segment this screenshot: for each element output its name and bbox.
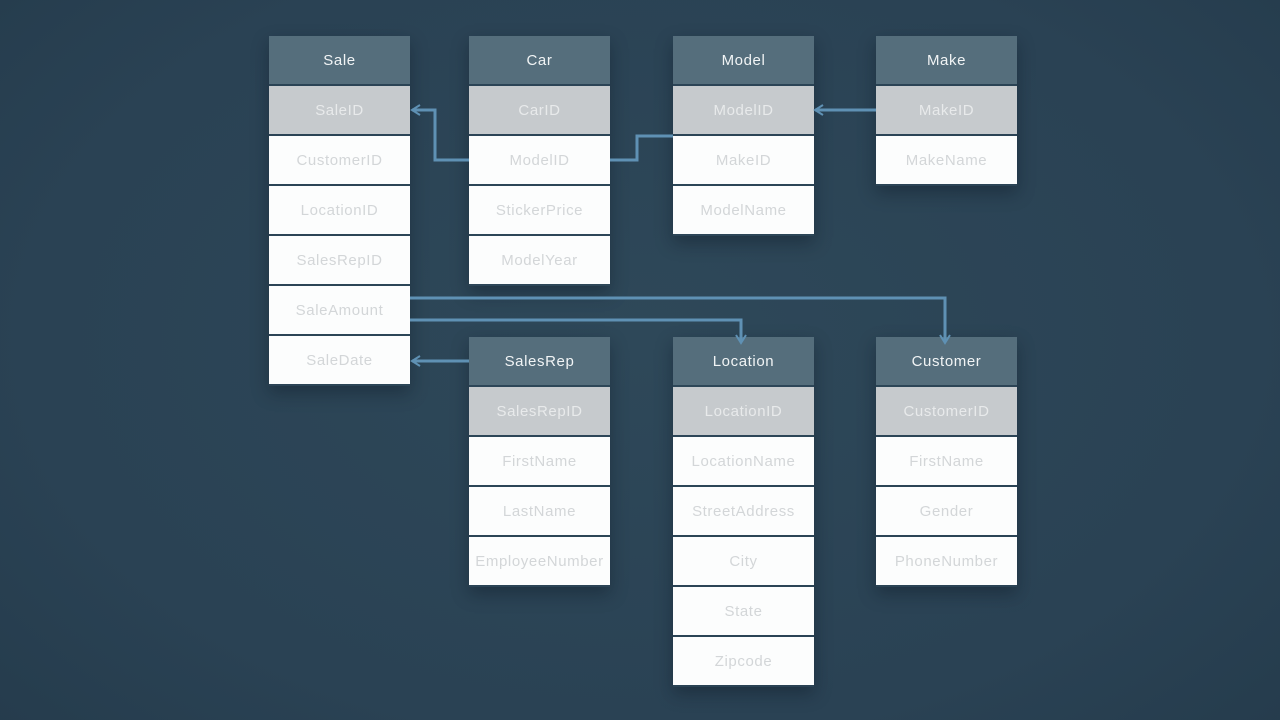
column-salesrep-firstname: FirstName [469, 437, 610, 485]
relationship-car-to-model [610, 134, 673, 162]
table-header-customer: Customer [876, 337, 1017, 385]
column-sale-customerid: CustomerID [269, 136, 410, 184]
column-location-city: City [673, 537, 814, 585]
table-header-model: Model [673, 36, 814, 84]
column-sale-locationid: LocationID [269, 186, 410, 234]
column-car-carid: CarID [469, 86, 610, 134]
column-location-zipcode: Zipcode [673, 637, 814, 685]
column-sale-saleid: SaleID [269, 86, 410, 134]
column-salesrep-lastname: LastName [469, 487, 610, 535]
column-model-modelid: ModelID [673, 86, 814, 134]
column-make-makename: MakeName [876, 136, 1017, 184]
relationship-sale-to-car-arrow-icon [410, 104, 421, 116]
relationship-sale-to-salesrep-arrow-icon [410, 355, 421, 367]
column-location-locationid: LocationID [673, 387, 814, 435]
column-location-state: State [673, 587, 814, 635]
column-location-streetaddress: StreetAddress [673, 487, 814, 535]
table-header-make: Make [876, 36, 1017, 84]
relationship-sale-to-customer [410, 296, 947, 341]
table-header-location: Location [673, 337, 814, 385]
relationship-sale-to-car [412, 108, 469, 162]
table-header-salesrep: SalesRep [469, 337, 610, 385]
column-car-modelyear: ModelYear [469, 236, 610, 284]
column-sale-salesrepid: SalesRepID [269, 236, 410, 284]
column-customer-firstname: FirstName [876, 437, 1017, 485]
column-salesrep-salesrepid: SalesRepID [469, 387, 610, 435]
column-model-modelname: ModelName [673, 186, 814, 234]
column-car-modelid: ModelID [469, 136, 610, 184]
column-sale-saledate: SaleDate [269, 336, 410, 384]
column-salesrep-employeenumber: EmployeeNumber [469, 537, 610, 585]
column-sale-saleamount: SaleAmount [269, 286, 410, 334]
table-header-sale: Sale [269, 36, 410, 84]
column-customer-phonenumber: PhoneNumber [876, 537, 1017, 585]
column-customer-gender: Gender [876, 487, 1017, 535]
column-make-makeid: MakeID [876, 86, 1017, 134]
column-location-locationname: LocationName [673, 437, 814, 485]
column-customer-customerid: CustomerID [876, 387, 1017, 435]
relationship-model-to-make-arrow-icon [813, 104, 824, 116]
table-header-car: Car [469, 36, 610, 84]
column-model-makeid: MakeID [673, 136, 814, 184]
column-car-stickerprice: StickerPrice [469, 186, 610, 234]
